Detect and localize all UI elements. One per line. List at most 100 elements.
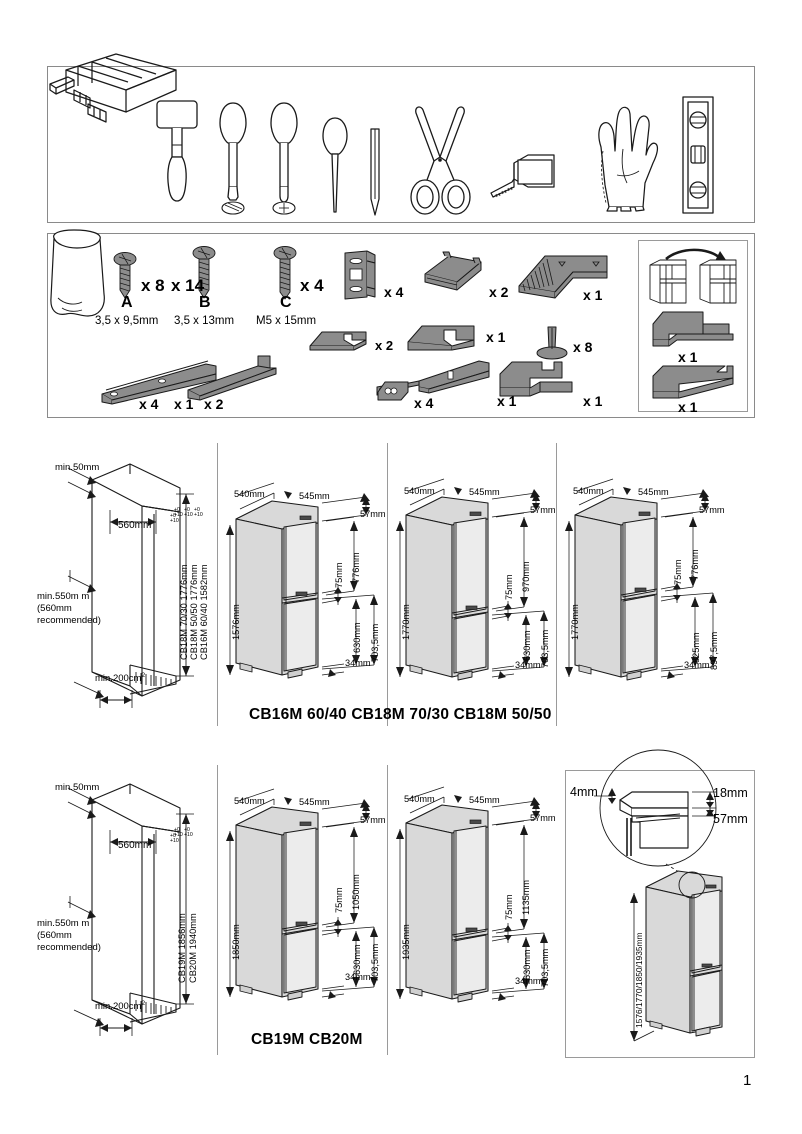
f1-upper: 970mm bbox=[521, 561, 531, 592]
cabinet-row1-depth-note-2: (560mm bbox=[37, 603, 72, 614]
spacer-block-icon bbox=[306, 328, 370, 356]
tol2-bot: +10 bbox=[170, 838, 179, 845]
cabinet-niche-row2 bbox=[36, 772, 216, 1036]
f1-plinth: 34mm bbox=[515, 660, 541, 670]
cabinet-row1-height-0: CB18M 70/30 1776mm bbox=[179, 564, 189, 660]
screw-b-letter: B bbox=[199, 294, 211, 311]
cabinet-row1-h0-tol: +0 +10 bbox=[174, 507, 183, 519]
cabinet-row1-height-2: CB16M 60/40 1582mm bbox=[199, 564, 209, 660]
row1-models-label: CB16M 60/40 CB18M 70/30 CB18M 50/50 bbox=[249, 706, 552, 723]
cabinet-row2-depth-note-2: (560mm bbox=[37, 930, 72, 941]
cabinet-row2-top-clearance: min.50mm bbox=[55, 782, 100, 793]
r2-tol-a-top: +0 bbox=[174, 827, 180, 833]
hinge-wedge-upper-icon bbox=[649, 310, 737, 350]
screw-b-spec: 3,5 x 13mm bbox=[174, 315, 235, 327]
f1-depth: 540mm bbox=[404, 486, 435, 496]
door-reversal-illustration bbox=[646, 245, 740, 307]
vent-sup: 2 bbox=[141, 672, 146, 679]
small-bracket-qty: x 4 bbox=[414, 395, 434, 411]
cabinet-row2-depth-note-1: min.550m m bbox=[37, 918, 90, 929]
f0-depth: 540mm bbox=[234, 489, 265, 499]
tape-measure-icon bbox=[490, 153, 556, 200]
vent2-text: min.200cm bbox=[95, 1001, 142, 1013]
detail-panel-height: 18mm bbox=[713, 786, 748, 800]
h0-tol-bot: +10 bbox=[174, 512, 183, 519]
screw-a-icon bbox=[112, 252, 138, 302]
f2-upper: 776mm bbox=[690, 549, 700, 580]
spacer-block-qty: x 2 bbox=[375, 338, 394, 353]
cabinet-row2-tol-stack2: +0 +10 bbox=[184, 827, 193, 839]
cabinet-row2-tol-stack: +0 +10 bbox=[174, 827, 183, 839]
f1-lower: 630mm bbox=[522, 630, 532, 661]
g0-gap: 75mm bbox=[334, 887, 344, 913]
detail-overall-heights: 1576/1770/1850/1935mm bbox=[634, 932, 644, 1028]
g0-lowertotal: 703,5mm bbox=[370, 943, 380, 982]
f0-lowertotal: 703,5mm bbox=[370, 623, 380, 662]
r2-tol-a-bot: +10 bbox=[174, 832, 183, 839]
screw-a-spec: 3,5 x 9,5mm bbox=[95, 315, 159, 327]
bracket-plate-icon bbox=[341, 249, 381, 301]
flathead-screwdriver-icon bbox=[217, 101, 249, 216]
g1-gap: 75mm bbox=[504, 894, 514, 920]
f0-total: 1576mm bbox=[231, 604, 241, 640]
g1-plinth: 34mm bbox=[515, 976, 541, 986]
h2-tol-top: +0 bbox=[194, 507, 200, 513]
slide-rail-long-qty: x 4 bbox=[139, 396, 159, 412]
h2-tol-bot: +10 bbox=[194, 512, 203, 519]
plug-cap-icon bbox=[535, 325, 569, 363]
f0-gap: 75mm bbox=[334, 562, 344, 588]
g0-plinth: 34mm bbox=[345, 972, 371, 982]
g0-topgap: 57mm bbox=[360, 815, 386, 825]
screw-b-icon bbox=[191, 246, 217, 302]
hinge-wedge-upper-qty: x 1 bbox=[678, 349, 698, 365]
screw-c-icon bbox=[272, 246, 298, 302]
end-cap-small-qty: x 1 bbox=[486, 329, 506, 345]
vent2-sup: 2 bbox=[141, 1000, 146, 1007]
g0-width: 545mm bbox=[299, 797, 330, 807]
h1-model: CB18M 50/50 bbox=[189, 603, 199, 660]
cabinet-row2-height-1: CB20M 1940mm bbox=[188, 913, 198, 983]
h1-value: 1776mm bbox=[189, 564, 199, 601]
r2h0-model: CB19M bbox=[177, 951, 187, 983]
door-coupling-plate-qty: x 2 bbox=[489, 284, 509, 300]
g0-depth: 540mm bbox=[234, 796, 265, 806]
sliding-rail-assembly-qty: x 1 bbox=[497, 393, 517, 409]
rail-bar-qty: x 2 bbox=[204, 396, 224, 412]
tol2-top: +0 bbox=[170, 833, 176, 839]
page-number: 1 bbox=[743, 1072, 752, 1089]
detail-fridge-overview bbox=[630, 863, 750, 1048]
cabinet-row2-depth-note-3: recommended) bbox=[37, 942, 101, 953]
end-cap-small-icon bbox=[404, 322, 482, 356]
row2-models-label: CB19M CB20M bbox=[251, 1031, 363, 1048]
cabinet-niche-row1 bbox=[36, 450, 216, 708]
screw-a-letter: A bbox=[121, 294, 133, 311]
g1-upper: 1135mm bbox=[521, 879, 531, 915]
mallet-icon bbox=[155, 99, 199, 204]
cabinet-row1-height-1: CB18M 50/50 1776mm bbox=[189, 564, 199, 660]
r2-tol-b-bot: +10 bbox=[184, 832, 193, 839]
hinge-block-icon bbox=[496, 360, 580, 406]
f0-width: 545mm bbox=[299, 491, 330, 501]
f0-upper: 776mm bbox=[351, 552, 361, 583]
r2h1-model: CB20M bbox=[188, 951, 198, 983]
f2-gap: 75mm bbox=[673, 559, 683, 585]
cabinet-row1-depth-note-1: min.550m m bbox=[37, 591, 90, 602]
screw-b-qty: x 14 bbox=[171, 276, 205, 295]
cabinet-row1-width-tolerance: +0 +10 bbox=[170, 513, 179, 524]
f1-total: 1770mm bbox=[401, 604, 411, 640]
ribbed-cover-panel-qty: x 1 bbox=[583, 287, 603, 303]
f2-depth: 540mm bbox=[573, 486, 604, 496]
g0-total: 1850mm bbox=[231, 924, 241, 960]
row2-divider-1 bbox=[217, 765, 219, 1055]
f1-width: 545mm bbox=[469, 487, 500, 497]
toolbox-icon bbox=[44, 50, 180, 132]
row2-divider-2 bbox=[387, 765, 389, 1055]
scissors-icon bbox=[407, 105, 475, 217]
f1-lowertotal: 703,5mm bbox=[540, 629, 550, 668]
f2-lower: 825mm bbox=[691, 632, 701, 663]
f2-total: 1770mm bbox=[570, 604, 580, 640]
g0-lower: 630mm bbox=[352, 944, 362, 975]
f2-width: 545mm bbox=[638, 487, 669, 497]
screw-c-qty: x 4 bbox=[300, 276, 324, 295]
screw-c-letter: C bbox=[280, 294, 292, 311]
